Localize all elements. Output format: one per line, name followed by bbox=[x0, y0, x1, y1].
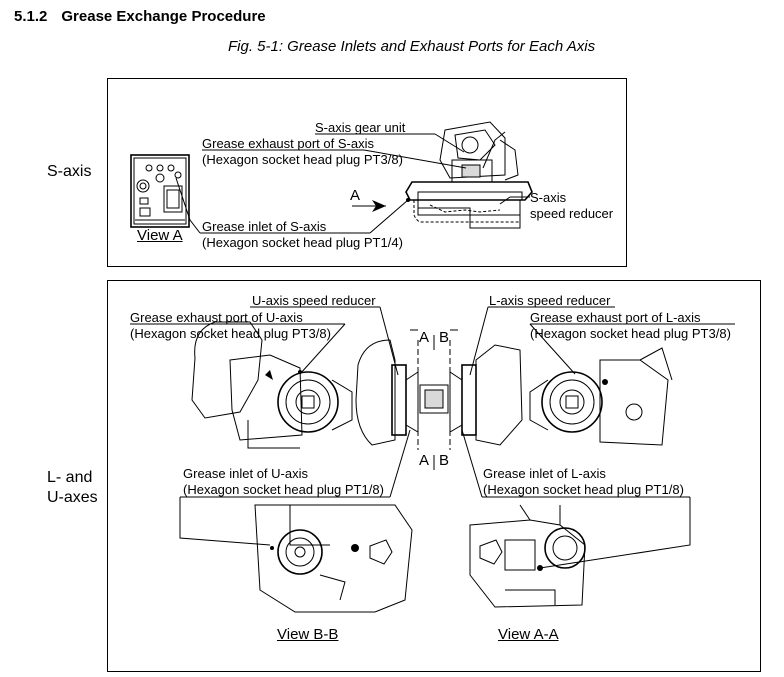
view-aa-drawing bbox=[469, 504, 586, 608]
lu-section-view-drawing bbox=[355, 329, 523, 470]
l-axis-inlet-plug-callout: (Hexagon socket head plug PT1/8) bbox=[483, 482, 684, 497]
u-axis-inlet-callout: Grease inlet of U-axis bbox=[183, 466, 308, 481]
s-axis-reducer-callout: S-axis bbox=[530, 190, 567, 205]
view-a-label: View A bbox=[137, 227, 183, 244]
lu-axes-leader-lines bbox=[130, 306, 735, 569]
l-axis-inlet-callout: Grease inlet of L-axis bbox=[483, 466, 606, 481]
section-heading: 5.1.2 Grease Exchange Procedure bbox=[14, 8, 266, 25]
figure-caption: Fig. 5-1: Grease Inlets and Exhaust Port… bbox=[228, 38, 596, 55]
l-axis-exhaust-callout: Grease exhaust port of L-axis bbox=[530, 310, 701, 325]
view-bb-drawing bbox=[254, 504, 413, 613]
view-bb-label: View B-B bbox=[277, 626, 339, 643]
s-axis-exhaust-plug-callout: (Hexagon socket head plug PT3/8) bbox=[202, 152, 403, 167]
section-a-top: A bbox=[419, 329, 430, 346]
s-axis-gear-unit-callout: S-axis gear unit bbox=[315, 120, 406, 135]
l-axis-exhaust-plug-callout: (Hexagon socket head plug PT3/8) bbox=[530, 326, 731, 341]
u-axis-reducer-callout: U-axis speed reducer bbox=[252, 293, 376, 308]
section-title: Grease Exchange Procedure bbox=[61, 8, 266, 25]
u-axis-label: U-axes bbox=[47, 489, 98, 506]
section-b-top: B bbox=[439, 329, 450, 346]
s-axis-reducer-callout-line2: speed reducer bbox=[530, 206, 614, 221]
s-axis-base-drawing bbox=[405, 121, 533, 229]
u-axis-exhaust-plug-callout: (Hexagon socket head plug PT3/8) bbox=[130, 326, 331, 341]
s-axis-exhaust-callout: Grease exhaust port of S-axis bbox=[202, 136, 374, 151]
s-axis-inlet-plug-callout: (Hexagon socket head plug PT1/4) bbox=[202, 235, 403, 250]
u-axis-side-drawing bbox=[191, 321, 353, 449]
u-axis-exhaust-callout: Grease exhaust port of U-axis bbox=[130, 310, 303, 325]
section-a-bottom: A bbox=[419, 452, 430, 469]
s-axis-inlet-callout: Grease inlet of S-axis bbox=[202, 219, 327, 234]
s-axis-leader-lines bbox=[175, 133, 530, 234]
view-a-arrow bbox=[352, 200, 386, 212]
l-axis-label: L- and bbox=[47, 469, 93, 486]
s-axis-label: S-axis bbox=[47, 163, 92, 180]
l-axis-reducer-callout: L-axis speed reducer bbox=[489, 293, 611, 308]
u-axis-inlet-plug-callout: (Hexagon socket head plug PT1/8) bbox=[183, 482, 384, 497]
view-aa-label: View A-A bbox=[498, 626, 559, 643]
s-axis-panel bbox=[107, 78, 627, 267]
section-b-bottom: B bbox=[439, 452, 450, 469]
section-number: 5.1.2 bbox=[14, 8, 48, 25]
view-a-plate-drawing bbox=[130, 154, 190, 228]
l-axis-side-drawing bbox=[529, 347, 673, 446]
view-a-arrow-label: A bbox=[350, 187, 361, 204]
